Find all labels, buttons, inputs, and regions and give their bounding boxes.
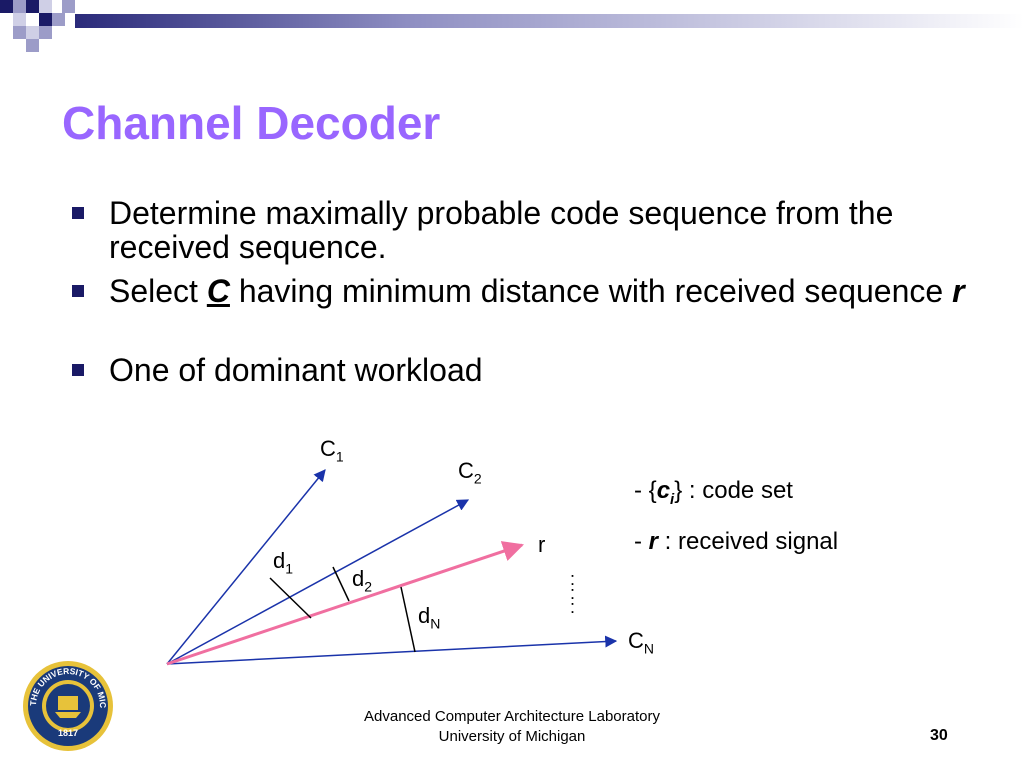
bullet-text: Select C having minimum distance with re… xyxy=(109,274,982,308)
received-vector-arrow xyxy=(166,541,524,666)
vector-c1-label: C1 xyxy=(320,436,344,465)
bullet-item: Select C having minimum distance with re… xyxy=(72,274,982,308)
university-seal-icon: THE UNIVERSITY OF MICHIGAN 1817 xyxy=(22,660,113,751)
header-decoration xyxy=(0,0,1024,52)
bullet-marker xyxy=(72,285,84,297)
vector-c1-arrow xyxy=(166,469,326,665)
header-square xyxy=(26,0,39,13)
bullet-text-post: having minimum distance with received se… xyxy=(229,273,953,309)
bullet-text-pre: Select xyxy=(109,273,207,309)
header-square xyxy=(39,0,52,13)
legend-code-set: - {ci} : code set xyxy=(634,477,793,508)
legend-received-signal: - r : received signal xyxy=(634,528,839,555)
distance-d2-label: d2 xyxy=(352,566,373,595)
header-square xyxy=(39,13,52,26)
page-number: 30 xyxy=(930,727,948,744)
vector-c2-label: C2 xyxy=(458,458,482,487)
vector-cn-arrow xyxy=(166,635,618,665)
header-square xyxy=(13,0,26,13)
vector-ellipsis: : : : xyxy=(570,569,576,617)
distance-d1-label: d1 xyxy=(273,548,294,577)
header-square xyxy=(26,26,39,39)
bullet-text: Determine maximally probable code sequen… xyxy=(109,195,894,265)
header-square xyxy=(39,26,52,39)
footer-lab: Advanced Computer Architecture Laborator… xyxy=(300,707,724,747)
slide-title: Channel Decoder xyxy=(62,97,441,149)
footer-lab-name: Advanced Computer Architecture Laborator… xyxy=(364,708,660,725)
bullet-marker xyxy=(72,364,84,376)
distance-dn-line xyxy=(400,586,416,653)
bullet-text: One of dominant workload xyxy=(109,352,483,388)
header-square xyxy=(0,0,13,13)
bullet-item: Determine maximally probable code sequen… xyxy=(72,196,982,264)
header-gradient-bar xyxy=(75,14,1024,28)
distance-d1-line xyxy=(269,577,312,619)
codeword-symbol: C xyxy=(206,273,230,309)
bullet-item: One of dominant workload xyxy=(72,353,982,387)
received-vector-label: r xyxy=(538,532,546,557)
header-square xyxy=(13,13,26,26)
vector-cn-label: CN xyxy=(628,628,655,657)
distance-dn-label: dN xyxy=(418,603,441,632)
bullet-marker xyxy=(72,207,84,219)
received-symbol: r xyxy=(952,273,965,309)
header-square xyxy=(62,0,75,13)
header-square xyxy=(26,39,39,52)
vector-c2-arrow xyxy=(166,499,470,665)
footer-university: University of Michigan xyxy=(438,728,586,745)
header-square xyxy=(52,13,65,26)
svg-text:1817: 1817 xyxy=(58,728,78,738)
distance-d2-line xyxy=(332,566,350,602)
header-square xyxy=(13,26,26,39)
